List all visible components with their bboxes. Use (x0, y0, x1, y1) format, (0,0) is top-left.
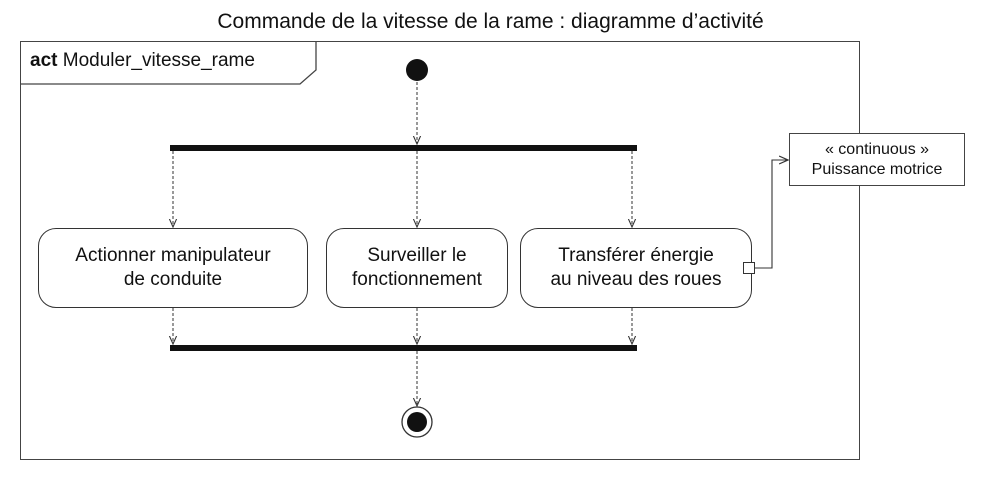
fork-bar (170, 145, 637, 151)
action-transferer-energie: Transférer énergie au niveau des roues (520, 228, 752, 308)
action-label-line: Transférer énergie (558, 245, 714, 266)
activity-frame (20, 41, 860, 460)
action-actionner-manipulateur: Actionner manipulateur de conduite (38, 228, 308, 308)
action-label-line: de conduite (123, 269, 223, 290)
note-stereotype: « continuous » (824, 141, 930, 158)
action-label-line: fonctionnement (352, 269, 482, 290)
frame-label-tab (20, 41, 317, 85)
action-label-line: au niveau des roues (550, 269, 722, 290)
join-bar (170, 345, 637, 351)
diagram-title: Commande de la vitesse de la rame : diag… (217, 10, 764, 33)
frame-keyword: act (30, 50, 58, 71)
object-node-puissance-motrice: « continuous » Puissance motrice (789, 133, 965, 186)
action-surveiller-fonctionnement: Surveiller le fonctionnement (326, 228, 508, 308)
frame-label: act Moduler_vitesse_rame (30, 50, 255, 72)
action-label-line: Actionner manipulateur (75, 245, 271, 266)
action-label-line: Surveiller le (367, 245, 467, 266)
initial-node (406, 59, 428, 81)
frame-name: Moduler_vitesse_rame (62, 50, 255, 71)
flow-pin-to-note (755, 160, 788, 269)
final-node-dot (407, 412, 427, 432)
output-pin (743, 262, 755, 274)
note-label: Puissance motrice (811, 161, 943, 178)
